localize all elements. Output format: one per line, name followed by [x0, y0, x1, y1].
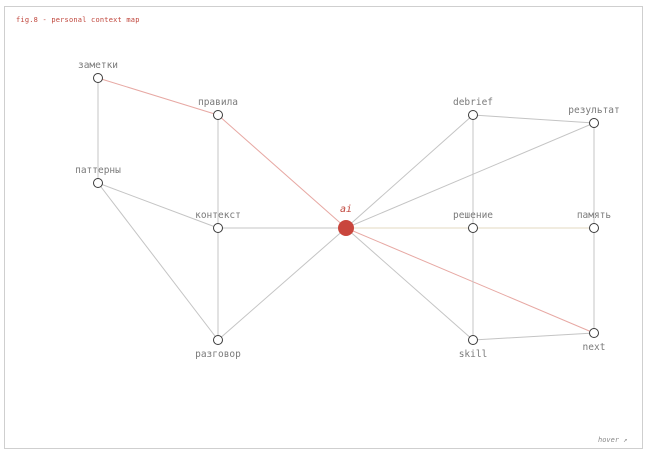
edge-patterny-kontekst [97, 182, 219, 229]
edge-zametki-pravila [97, 77, 219, 116]
node-dot[interactable] [589, 328, 599, 338]
edge-ai-debrief [345, 114, 474, 229]
node-skill[interactable]: skill [459, 335, 488, 361]
node-pravila[interactable]: правила [198, 97, 238, 120]
node-rezultat[interactable]: результат [568, 105, 620, 128]
node-kontekst[interactable]: контекст [195, 210, 241, 233]
node-razgovor[interactable]: разговор [195, 335, 241, 361]
edge-ai-rezultat [345, 122, 595, 229]
node-label: правила [198, 97, 238, 108]
edge-ai-skill [345, 227, 474, 341]
node-dot[interactable] [93, 178, 103, 188]
node-label: ai [340, 204, 352, 215]
edge-skill-next [472, 332, 595, 341]
node-label: заметки [78, 60, 118, 71]
node-next[interactable]: next [583, 328, 606, 354]
hub-node-dot[interactable] [338, 220, 354, 236]
node-label: паттерны [75, 165, 121, 176]
figure-caption: fig.8 - personal context map [16, 16, 140, 24]
node-dot[interactable] [589, 118, 599, 128]
nodes-layer: ai заметки правила паттерны контекст разговор… [75, 60, 620, 360]
node-label: контекст [195, 210, 241, 221]
edges-layer [97, 77, 595, 341]
node-dot[interactable] [213, 223, 223, 233]
node-dot[interactable] [468, 223, 478, 233]
node-dot[interactable] [468, 335, 478, 345]
node-patterny[interactable]: паттерны [75, 165, 121, 188]
node-label: разговор [195, 349, 241, 360]
node-label: debrief [453, 97, 493, 108]
edge-ai-next [345, 227, 595, 334]
edge-debrief-rezultat [472, 114, 595, 124]
node-ai[interactable]: ai [338, 204, 354, 236]
node-label: результат [568, 105, 619, 116]
node-reshenie[interactable]: решение [453, 210, 493, 233]
node-dot[interactable] [93, 73, 103, 83]
node-label: память [577, 210, 612, 221]
hover-hint: hover ↗ [598, 436, 628, 444]
node-dot[interactable] [589, 223, 599, 233]
node-dot[interactable] [213, 110, 223, 120]
node-debrief[interactable]: debrief [453, 97, 493, 120]
node-pamyat[interactable]: память [577, 210, 612, 233]
edge-pravila-ai [217, 114, 347, 229]
node-dot[interactable] [213, 335, 223, 345]
node-label: решение [453, 210, 493, 221]
node-zametki[interactable]: заметки [78, 60, 118, 83]
edge-razgovor-ai [217, 227, 347, 341]
edge-patterny-razgovor [97, 182, 219, 341]
node-label: skill [459, 349, 488, 360]
node-label: next [583, 342, 606, 353]
node-dot[interactable] [468, 110, 478, 120]
